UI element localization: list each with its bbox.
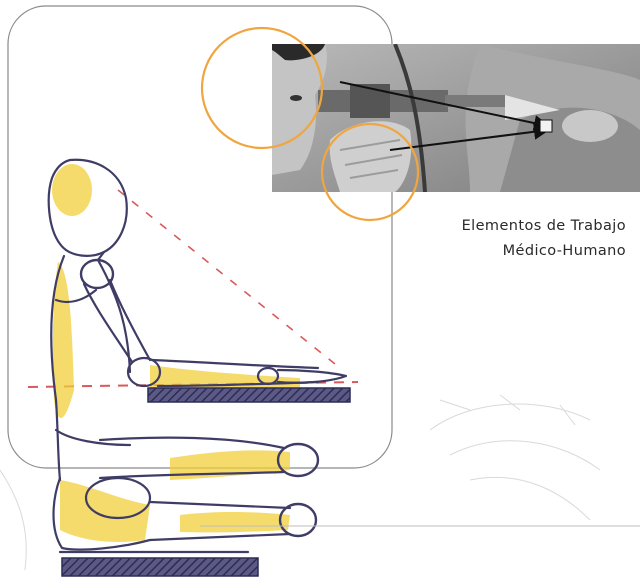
floor-block: [62, 558, 258, 576]
background-scribbles: [0, 395, 600, 570]
table-surface: [148, 388, 350, 402]
sight-line-diagonal: [118, 190, 340, 368]
caption-line-2: Médico-Humano: [462, 239, 626, 264]
caption-line-1: Elementos de Trabajo: [462, 214, 626, 239]
caption: Elementos de Trabajo Médico-Humano: [462, 214, 626, 264]
seated-figure-sketch: [49, 160, 346, 552]
photo-examination: [272, 44, 640, 192]
